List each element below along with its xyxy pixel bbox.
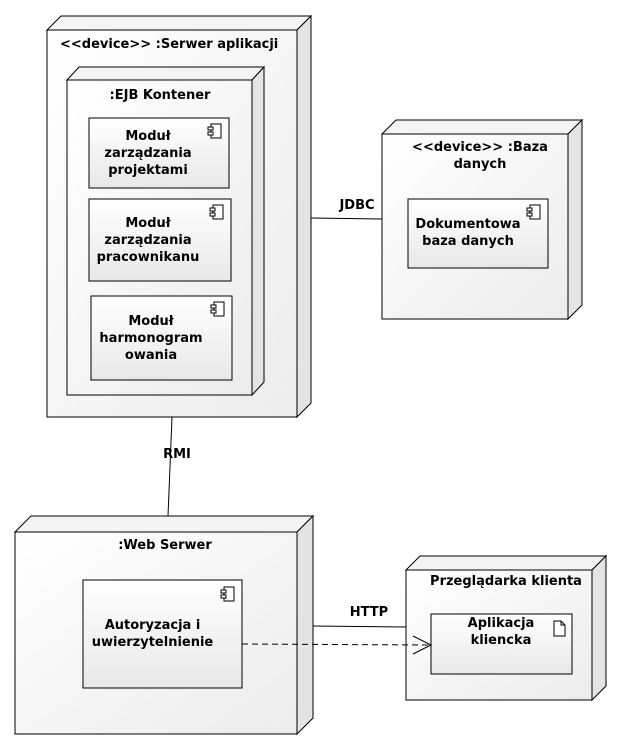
app-server-title: <<device>> :Serwer aplikacji — [60, 37, 279, 52]
component-icon — [207, 123, 222, 139]
jdbc-label: JDBC — [339, 198, 375, 213]
auth-label: Autoryzacja i uwierzytelnienie — [91, 618, 214, 650]
web-server-title: :Web Serwer — [118, 538, 212, 553]
component-icon — [526, 204, 541, 220]
db-server-title: <<device>> :Baza danych — [412, 140, 548, 172]
http-connection — [312, 625, 407, 628]
component-employee-module — [88, 198, 232, 282]
component-schedule-module — [90, 295, 233, 381]
client-browser-title: Przeglądarka klienta — [430, 574, 582, 589]
rmi-connection — [167, 416, 173, 517]
component-icon — [220, 586, 235, 602]
component-icon — [210, 301, 225, 317]
document-db-label: Dokumentowa baza danych — [415, 217, 521, 249]
document-icon — [553, 620, 566, 637]
component-document-db — [407, 198, 549, 269]
client-app-label: Aplikacja kliencka — [467, 616, 535, 648]
rmi-label: RMI — [163, 447, 191, 462]
dependency-arrow — [241, 635, 433, 655]
component-auth — [82, 579, 243, 689]
component-client-app — [430, 613, 573, 675]
http-label: HTTP — [349, 605, 389, 620]
schedule-module-label: Moduł harmonogram owania — [99, 314, 203, 363]
project-module-label: Moduł zarządzania projektami — [104, 129, 192, 178]
employee-module-label: Moduł zarządzania pracownikanu — [96, 216, 200, 265]
component-project-module — [88, 117, 230, 189]
ejb-container-title: :EJB Kontener — [109, 88, 211, 103]
component-icon — [209, 204, 224, 220]
jdbc-connection — [310, 217, 383, 220]
